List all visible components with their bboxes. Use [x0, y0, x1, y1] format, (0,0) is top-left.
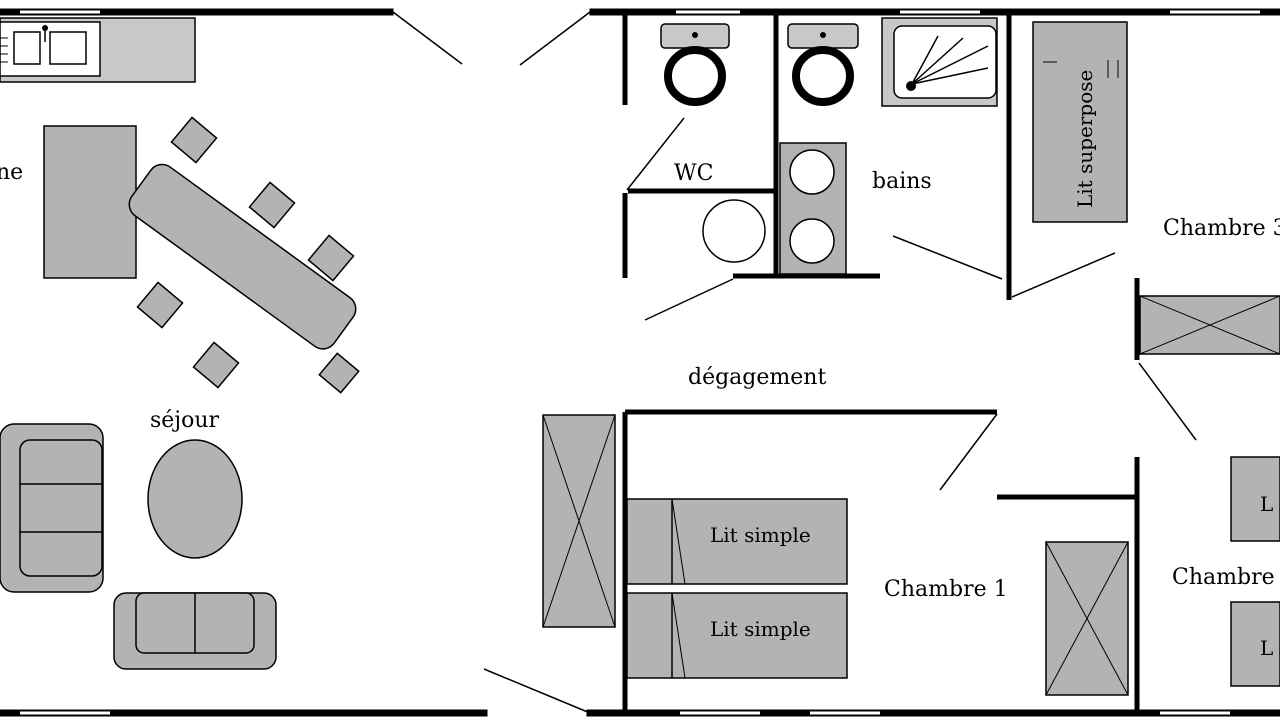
- dining-area: [43, 116, 360, 394]
- bunk-bed: [1032, 21, 1128, 223]
- wardrobe-degagement: [542, 414, 616, 628]
- single-bed-2-label: Lit simple: [710, 617, 811, 641]
- wc-fixtures: [660, 23, 859, 263]
- wardrobe-chambre1: [1045, 541, 1129, 696]
- room-label-bains: bains: [872, 169, 932, 194]
- kitchen-counter: [0, 17, 196, 83]
- beds-chambre2: [1230, 456, 1280, 687]
- interior-walls: [622, 12, 1140, 713]
- bathroom-fixtures: [779, 17, 998, 275]
- interior-doors: [626, 117, 1197, 491]
- entrance-door: [392, 11, 591, 714]
- single-bed-1: [626, 498, 848, 585]
- room-label-chambre1: Chambre 1: [884, 577, 1008, 602]
- room-label-cuisine: ne: [0, 160, 23, 185]
- single-bed-1-label: Lit simple: [710, 523, 811, 547]
- bunk-bed-label: Lit superpose: [1073, 70, 1097, 208]
- wardrobe-chambre3: [1139, 295, 1280, 355]
- bed-right-2-label: L: [1260, 636, 1273, 660]
- room-label-chambre2: Chambre: [1172, 565, 1275, 590]
- room-label-sejour: séjour: [150, 408, 220, 433]
- room-label-wc: WC: [674, 161, 713, 186]
- room-label-degagement: dégagement: [688, 365, 826, 390]
- bed-right-1-label: L: [1260, 492, 1273, 516]
- living-furniture: [0, 423, 277, 670]
- single-bed-2: [626, 592, 848, 679]
- exterior-walls: [0, 8, 1280, 717]
- room-label-chambre3: Chambre 3: [1163, 216, 1280, 241]
